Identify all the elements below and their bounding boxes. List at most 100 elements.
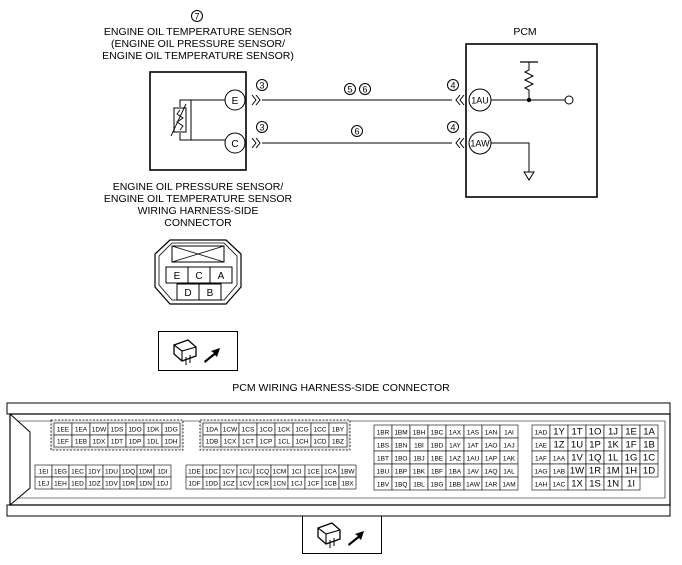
terminal-label: 1BY <box>332 427 345 434</box>
terminal-label: 1U <box>571 440 583 451</box>
terminal-label: 1DZ <box>88 481 100 488</box>
sensor-title-line: ENGINE OIL TEMPERATURE SENSOR <box>103 26 293 38</box>
sensor-connector-title-line: CONNECTOR <box>164 217 232 229</box>
cavity-label: D <box>184 288 191 299</box>
terminal-label: 1BS <box>377 443 390 450</box>
ref-circle <box>256 121 268 133</box>
cavity-b <box>198 283 222 301</box>
terminal-label: 1DD <box>205 481 218 488</box>
terminal-label: 1BK <box>413 469 426 476</box>
terminal-label: 1BL <box>413 482 425 489</box>
terminal-label: 1D <box>643 466 655 477</box>
terminal-label: 1AL <box>503 469 515 476</box>
terminal-label: 1EB <box>75 439 87 446</box>
terminal-label: 1BU <box>377 469 390 476</box>
terminal-label: 1BO <box>394 456 407 463</box>
harness-view-icon <box>158 331 238 371</box>
terminal-label: 1CG <box>295 427 308 434</box>
terminal-label: 1BD <box>431 443 444 450</box>
terminal-label: 1DQ <box>122 469 135 476</box>
terminal-label: 1EE <box>57 427 70 434</box>
terminal-label: 1C <box>643 453 655 464</box>
terminal-label: 1AD <box>535 430 548 437</box>
terminal-label: 1EH <box>54 481 67 488</box>
terminal-label: 1AH <box>535 482 548 489</box>
terminal-label: 1AX <box>449 430 462 437</box>
terminal-label: 1CD <box>313 439 326 446</box>
terminal-label: 1CL <box>278 439 290 446</box>
terminal-label: 1DR <box>122 481 135 488</box>
terminal-label: 1B <box>643 440 655 451</box>
terminal-label: 1DV <box>105 481 118 488</box>
terminal-label: 1BH <box>413 430 426 437</box>
cavity-label: B <box>207 288 214 299</box>
wire-e-ref: 5 <box>347 85 352 95</box>
pcm-pin-1aw: 1AW <box>470 139 490 149</box>
cavity-label: C <box>195 271 202 282</box>
terminal-cell <box>499 476 519 491</box>
terminal-label: 1BB <box>449 482 461 489</box>
cavity-label: A <box>218 271 225 282</box>
terminal-label: 1AO <box>484 443 497 450</box>
terminal-label: 1A <box>643 427 655 438</box>
sensor-connector-housing-inner <box>158 242 238 301</box>
terminal-label: 1CX <box>224 439 237 446</box>
terminal-label: 1DK <box>147 427 160 434</box>
pcm-terminal-icon <box>564 95 574 105</box>
terminal-label: 1E <box>625 427 637 438</box>
terminal-label: 1I <box>627 479 635 490</box>
connector-chevron-icon <box>455 94 465 106</box>
sensor-body <box>149 71 247 171</box>
terminal-label: 1AV <box>467 469 479 476</box>
terminal-label: 1AY <box>449 443 461 450</box>
callout-circle <box>191 10 203 22</box>
terminal-label: 1CT <box>242 439 254 446</box>
terminal-label: 1R <box>589 466 601 477</box>
pcm-pin-1au: 1AU <box>471 96 489 106</box>
terminal-label: 1CP <box>260 439 273 446</box>
thermistor-arrow <box>170 103 187 137</box>
terminal-label: 1BR <box>377 430 390 437</box>
terminal-label: 1CU <box>239 469 252 476</box>
sensor-title: ENGINE OIL TEMPERATURE SENSOR (ENGINE OI… <box>78 26 318 62</box>
sensor-title-line: (ENGINE OIL PRESSURE SENSOR/ <box>110 38 286 50</box>
terminal-label: 1DN <box>139 481 152 488</box>
sensor-side-ref: 3 <box>259 123 264 133</box>
terminal-label: 1CJ <box>291 481 303 488</box>
ref-circle <box>256 79 268 91</box>
terminal-label: 1DW <box>92 427 107 434</box>
terminal-label: 1BA <box>449 469 462 476</box>
terminal-label: 1EG <box>54 469 67 476</box>
terminal-label: 1G <box>625 453 638 464</box>
terminal-label: 1J <box>608 427 618 438</box>
terminal-cell <box>153 476 172 490</box>
connector-latch-cross <box>171 245 225 263</box>
terminal-label: 1CB <box>324 481 337 488</box>
terminal-label: 1Z <box>553 440 564 451</box>
terminal-label: 1AS <box>467 430 480 437</box>
terminal-label: 1CF <box>307 481 319 488</box>
terminal-label: 1X <box>571 479 583 490</box>
wire-c-ref: 6 <box>354 127 359 137</box>
terminal-label: 1AQ <box>484 469 497 476</box>
sensor-side-ref: 3 <box>259 81 264 91</box>
terminal-label: 1DI <box>157 469 167 476</box>
pcm-side-ref: 4 <box>450 81 455 91</box>
terminal-cell <box>328 434 348 448</box>
terminal-label: 1DC <box>205 469 218 476</box>
terminal-label: 1DB <box>206 439 219 446</box>
terminal-label: 1BP <box>395 469 407 476</box>
terminal-label: 1F <box>625 440 636 451</box>
terminal-label: 1BI <box>414 443 424 450</box>
terminal-label: 1P <box>589 440 601 451</box>
terminal-label: 1DE <box>188 469 201 476</box>
terminal-label: 1AR <box>485 482 498 489</box>
terminal-label: 1ED <box>71 481 84 488</box>
connector-chevron-icon <box>251 137 261 149</box>
sensor-connector-title-line: WIRING HARNESS-SIDE <box>137 205 259 217</box>
terminal-label: 1AM <box>502 482 515 489</box>
terminal-label: 1AN <box>485 430 498 437</box>
terminal-label: 1CE <box>307 469 320 476</box>
sensor-connector-title-line: ENGINE OIL TEMPERATURE SENSOR <box>103 193 293 205</box>
